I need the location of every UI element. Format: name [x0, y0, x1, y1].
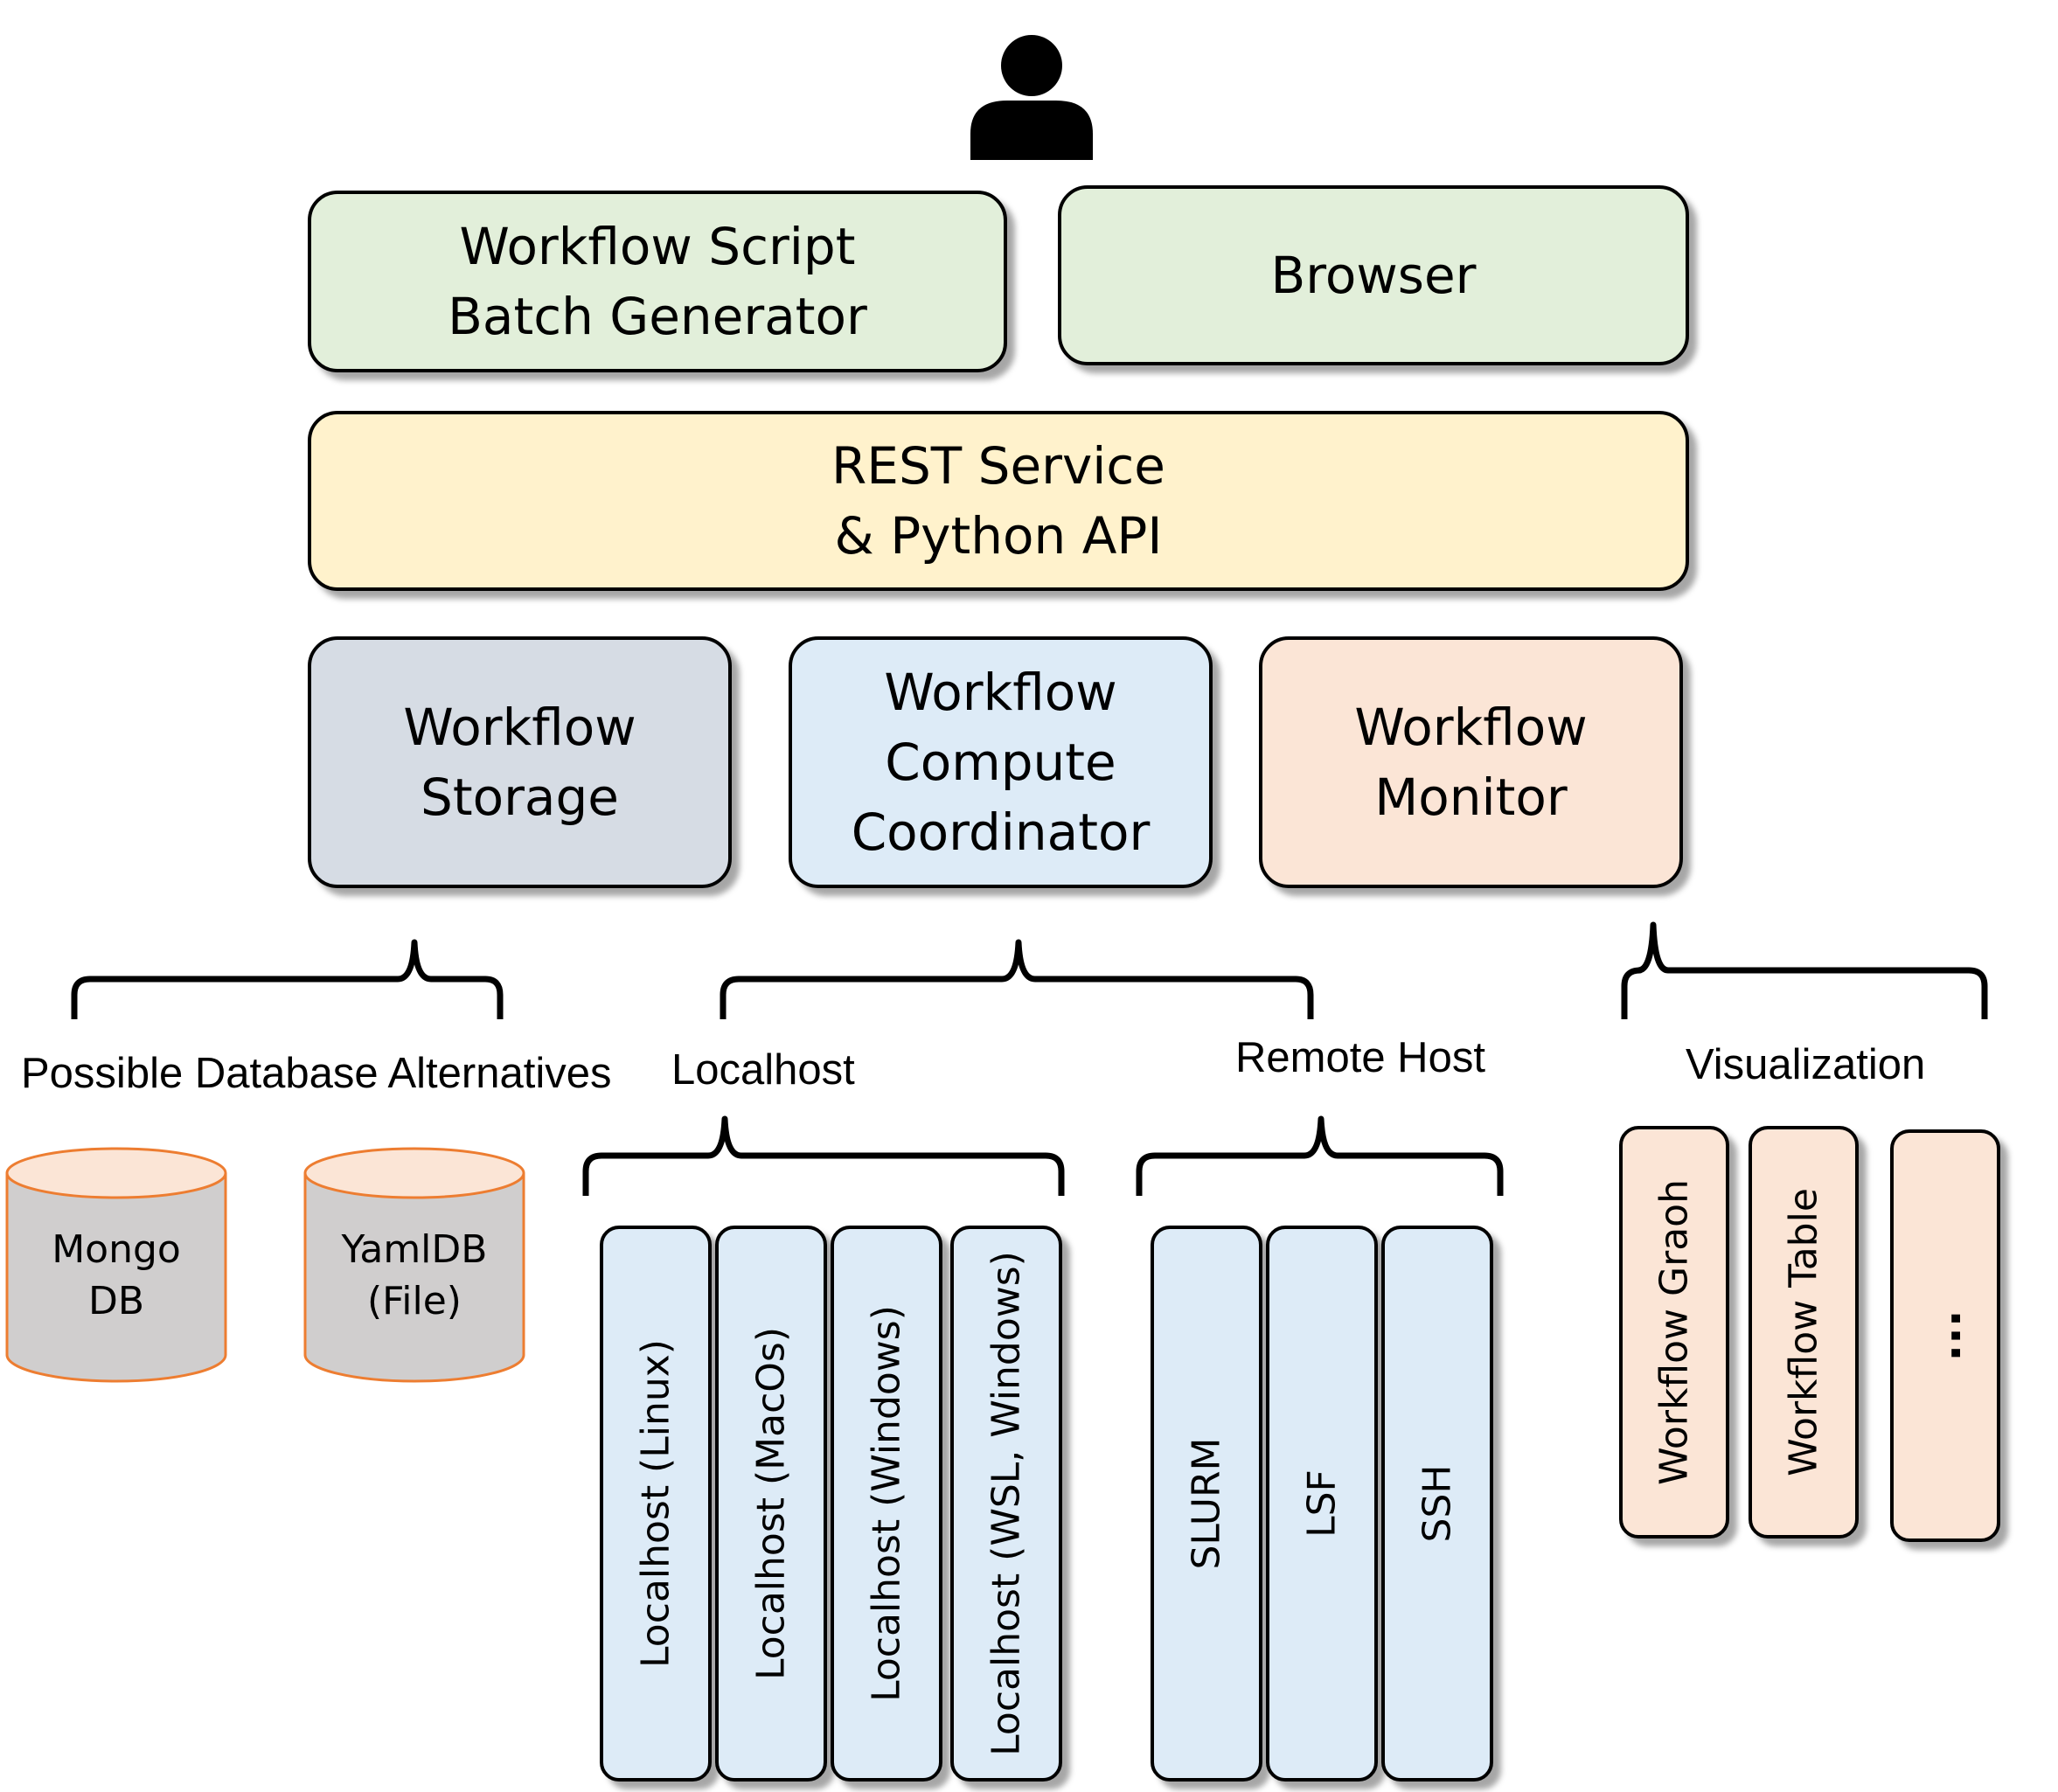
rest-service-python-api-box: REST Service & Python API: [308, 411, 1689, 591]
api-line-2: & Python API: [834, 506, 1163, 566]
mongodb-line-2: DB: [87, 1279, 145, 1324]
monitor-line-2: Monitor: [1374, 768, 1568, 827]
localhost-macos-column: Localhost (MacOs): [715, 1226, 827, 1782]
mongodb-cylinder: Mongo DB: [5, 1147, 227, 1383]
workflow-monitor-box: Workflow Monitor: [1259, 636, 1683, 888]
remote-host-label: Remote Host: [1235, 1034, 1485, 1081]
compute-line-2: Compute: [885, 732, 1116, 792]
localhost-wsl-windows-label: Localhost (WSL, Windows): [984, 1251, 1029, 1756]
workflow-compute-coordinator-box: Workflow Compute Coordinator: [789, 636, 1213, 888]
ssh-column: SSH: [1381, 1226, 1493, 1782]
script-batch-line-1: Workflow Script: [459, 216, 856, 276]
browser-label: Browser: [1270, 245, 1477, 305]
yamldb-line-2: (File): [367, 1279, 462, 1324]
localhost-windows-label: Localhost (Windows): [864, 1305, 909, 1702]
script-batch-line-2: Batch Generator: [448, 287, 867, 346]
browser-box: Browser: [1058, 185, 1689, 365]
localhost-macos-label: Localhost (MacOs): [748, 1326, 794, 1681]
more-visualizations-column: ...: [1890, 1129, 2000, 1542]
db-alternatives-label: Possible Database Alternatives: [21, 1050, 612, 1097]
visualization-label: Visualization: [1686, 1041, 1926, 1088]
storage-line-1: Workflow: [403, 697, 636, 757]
user-icon: [970, 35, 1093, 160]
localhost-label: Localhost: [671, 1046, 855, 1094]
mongodb-line-1: Mongo: [52, 1227, 181, 1272]
workflow-table-label: Workflow Table: [1781, 1188, 1826, 1476]
ssh-label: SSH: [1415, 1464, 1460, 1543]
lsf-label: LSF: [1299, 1469, 1345, 1538]
workflow-storage-box: Workflow Storage: [308, 636, 732, 888]
localhost-linux-column: Localhost (Linux): [600, 1226, 712, 1782]
slurm-column: SLURM: [1151, 1226, 1262, 1782]
workflow-graph-column: Workflow Graoh: [1619, 1126, 1729, 1538]
yamldb-cylinder: YamlDB (File): [303, 1147, 525, 1383]
workflow-table-column: Workflow Table: [1749, 1126, 1859, 1538]
localhost-windows-column: Localhost (Windows): [831, 1226, 942, 1782]
yamldb-line-1: YamlDB: [341, 1227, 488, 1272]
localhost-brace-path: [582, 1115, 1065, 1196]
compute-brace-path: [720, 939, 1314, 1019]
monitor-line-1: Workflow: [1354, 697, 1588, 757]
slurm-label: SLURM: [1184, 1437, 1229, 1570]
monitor-brace-path: [1621, 921, 1988, 1019]
workflow-graph-label: Workflow Graoh: [1651, 1179, 1697, 1485]
api-line-1: REST Service: [831, 435, 1165, 496]
lsf-column: LSF: [1266, 1226, 1378, 1782]
storage-brace-path: [71, 939, 504, 1019]
localhost-wsl-windows-column: Localhost (WSL, Windows): [950, 1226, 1062, 1782]
more-visualizations-label: ...: [1919, 1309, 1971, 1362]
workflow-script-batch-generator-box: Workflow Script Batch Generator: [308, 191, 1007, 372]
remote-brace-path: [1136, 1115, 1504, 1196]
storage-line-2: Storage: [421, 768, 619, 827]
compute-line-3: Coordinator: [851, 802, 1151, 863]
compute-line-1: Workflow: [884, 662, 1117, 722]
localhost-linux-label: Localhost (Linux): [633, 1339, 678, 1668]
